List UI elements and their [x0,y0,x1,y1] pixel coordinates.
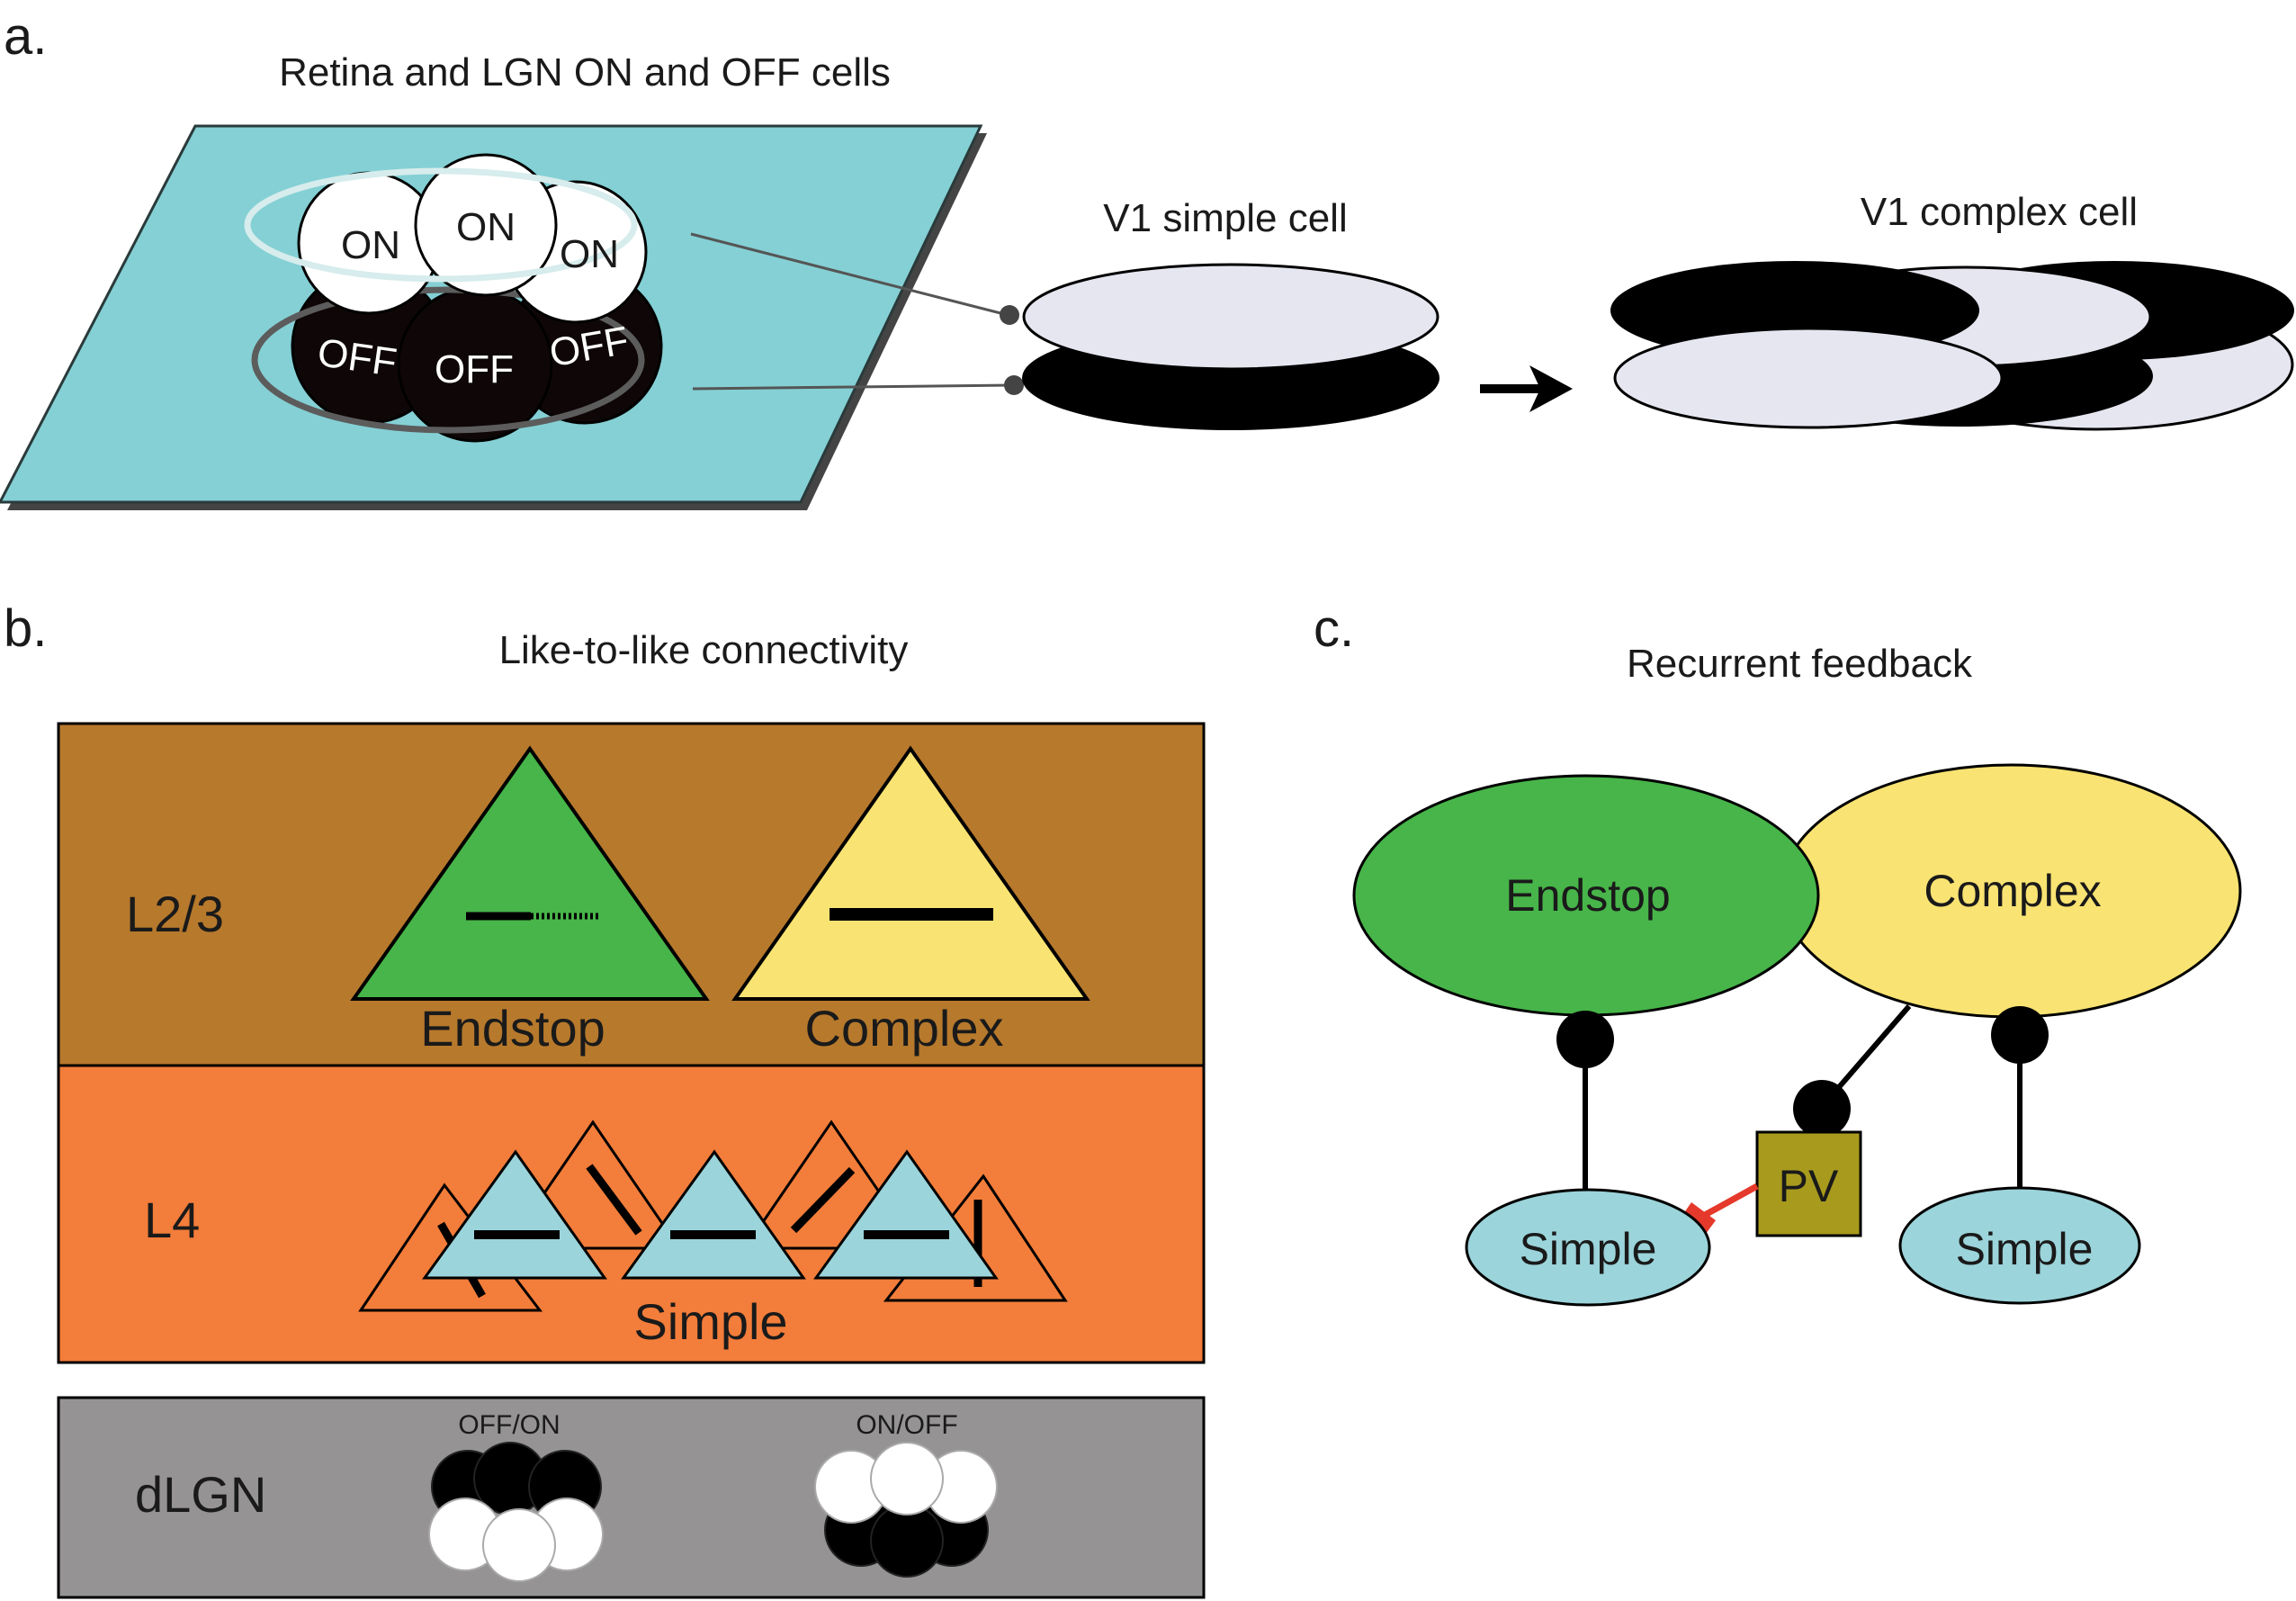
off-on-cluster [428,1442,604,1582]
simple-node-left [1465,1188,1711,1307]
panel-b: b. Like-to-like connectivity L2/3 L4 dLG… [4,599,1206,1599]
layer-l23-label: L2/3 [126,886,224,942]
off-label: OFF [315,330,399,385]
complex-on-subfield [1613,327,2004,429]
off-synapse-dot [1004,375,1024,395]
pv-node-label: PV [1779,1161,1839,1211]
off-pool-ring [251,286,645,434]
complex-node-label: Complex [1924,866,2101,916]
layer-l4-label: L4 [144,1192,200,1248]
endstop-label: Endstop [420,1000,605,1057]
layer-dlgn-label: dLGN [135,1466,266,1523]
on-label: ON [341,223,400,267]
lgn-on-cell [482,1508,556,1582]
layer-dlgn-box [57,1396,1206,1599]
off-on-label: OFF/ON [458,1410,560,1440]
simple-node-right-label: Simple [1956,1224,2094,1274]
on-cell [414,153,558,297]
simple-on-subfield [1022,263,1439,371]
inhibitory-synapse [1679,1202,1716,1237]
on-pool-ring [244,167,638,283]
panel-c-letter: c. [1314,599,1354,658]
lgn-on-cell [870,1442,944,1516]
on-label: ON [560,232,619,276]
off-connection-line [692,383,1013,391]
panel-a-title: Retina and LGN ON and OFF cells [279,50,891,94]
simple-label: Simple [633,1293,787,1350]
l4-simple-cells [422,1149,999,1280]
complex-triangle [731,745,1090,1001]
simple-cell-triangle [621,1149,806,1280]
on-synapse-dot [1000,305,1019,325]
on-label: ON [456,205,516,249]
v1-simple-title: V1 simple cell [1103,196,1347,240]
simple-node-left-label: Simple [1520,1224,1657,1274]
off-label: OFF [435,347,514,391]
excitatory-synapse [1793,1080,1851,1138]
panel-b-letter: b. [4,599,47,658]
on-off-cluster [814,1442,998,1578]
excitatory-synapse [1991,1006,2049,1064]
orientation-bar [586,1164,642,1236]
simple-cell-triangle [422,1149,607,1280]
panel-c-title: Recurrent feedback [1627,642,1973,686]
orientation-bar [790,1166,856,1234]
pv-inhibitory-connection [1703,1183,1759,1219]
endstop-triangle [350,745,710,1001]
panel-b-title: Like-to-like connectivity [499,628,909,672]
v1-complex-title: V1 complex cell [1861,190,2138,234]
transform-arrowhead [1529,365,1573,412]
complex-label: Complex [805,1000,1004,1057]
panel-c: c. Recurrent feedback Endstop Complex PV… [1314,599,2242,1307]
endstop-node-label: Endstop [1505,870,1670,921]
panel-a-letter: a. [4,7,47,66]
simple-node-right [1898,1186,2141,1305]
simple-cell-triangle [813,1149,999,1280]
on-connection-line [690,232,1009,317]
panel-a: a. Retina and LGN ON and OFF cells ON ON… [0,7,2294,510]
on-off-label: ON/OFF [856,1410,957,1440]
excitatory-synapse [1556,1011,1614,1068]
pv-node [1755,1130,1862,1237]
